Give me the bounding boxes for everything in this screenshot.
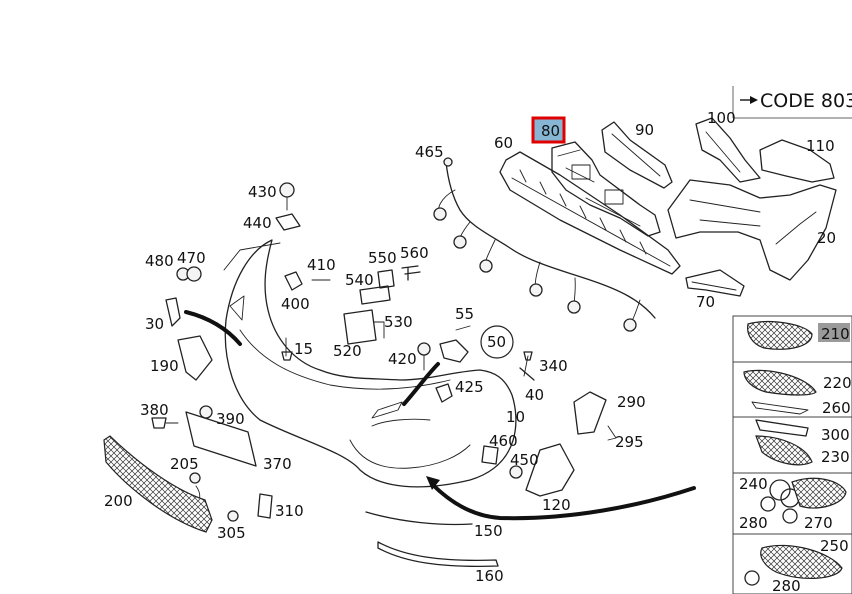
callout-425[interactable]: 425 xyxy=(455,378,484,396)
selected-callout-box[interactable] xyxy=(531,116,566,144)
panel-callout-220[interactable]: 220 xyxy=(823,374,852,392)
callout-370[interactable]: 370 xyxy=(263,455,292,473)
callout-160[interactable]: 160 xyxy=(475,567,504,585)
bracket-100[interactable] xyxy=(695,117,761,183)
panel-callout-280[interactable]: 280 xyxy=(739,514,768,532)
support-frame[interactable] xyxy=(667,179,837,281)
callout-460[interactable]: 460 xyxy=(489,432,518,450)
callout-20[interactable]: 20 xyxy=(817,229,836,247)
callout-10[interactable]: 10 xyxy=(506,408,525,426)
panel-callout-240[interactable]: 240 xyxy=(739,475,768,493)
callout-55[interactable]: 55 xyxy=(455,305,474,323)
callout-530[interactable]: 530 xyxy=(384,313,413,331)
part-70[interactable] xyxy=(685,269,745,297)
callout-305[interactable]: 305 xyxy=(217,524,246,542)
cover-110[interactable] xyxy=(759,139,835,183)
callout-30[interactable]: 30 xyxy=(145,315,164,333)
wiring-harness[interactable] xyxy=(433,157,656,332)
callout-550[interactable]: 550 xyxy=(368,249,397,267)
callout-440[interactable]: 440 xyxy=(243,214,272,232)
callout-labels: 80 100 90 60 465 110 20 430 440 480 470 … xyxy=(104,109,852,594)
callout-205[interactable]: 205 xyxy=(170,455,199,473)
panel-callout-280b[interactable]: 280 xyxy=(772,577,801,594)
callout-150[interactable]: 150 xyxy=(474,522,503,540)
callout-60[interactable]: 60 xyxy=(494,134,513,152)
lower-grille[interactable] xyxy=(103,435,213,533)
bumper-carrier[interactable] xyxy=(551,141,661,237)
callout-190[interactable]: 190 xyxy=(150,357,179,375)
callout-410[interactable]: 410 xyxy=(307,256,336,274)
energy-absorber[interactable] xyxy=(499,151,681,275)
callout-90[interactable]: 90 xyxy=(635,121,654,139)
panel-3-trim xyxy=(755,419,809,437)
callout-295[interactable]: 295 xyxy=(615,433,644,451)
callout-560[interactable]: 560 xyxy=(400,244,429,262)
leader-arrows xyxy=(184,310,696,521)
chrome-trims[interactable] xyxy=(365,511,499,567)
callout-390[interactable]: 390 xyxy=(216,410,245,428)
panel-callout-210[interactable]: 210 xyxy=(821,325,850,343)
callout-50[interactable]: 50 xyxy=(487,333,506,351)
callout-80[interactable]: 80 xyxy=(541,122,560,140)
panel-highlight-box xyxy=(818,323,850,342)
callout-70[interactable]: 70 xyxy=(696,293,715,311)
panel-3-grille xyxy=(755,435,813,466)
callout-400[interactable]: 400 xyxy=(281,295,310,313)
callout-100[interactable]: 100 xyxy=(707,109,736,127)
callout-540[interactable]: 540 xyxy=(345,271,374,289)
callout-420[interactable]: 420 xyxy=(388,350,417,368)
bracket-90[interactable] xyxy=(601,121,673,189)
small-parts[interactable] xyxy=(151,182,617,522)
callout-430[interactable]: 430 xyxy=(248,183,277,201)
callout-340[interactable]: 340 xyxy=(539,357,568,375)
code-header: CODE 803 xyxy=(732,86,852,119)
callout-480[interactable]: 480 xyxy=(145,252,174,270)
callout-470[interactable]: 470 xyxy=(177,249,206,267)
callout-200[interactable]: 200 xyxy=(104,492,133,510)
callout-310[interactable]: 310 xyxy=(275,502,304,520)
panel-2-grille xyxy=(743,369,817,396)
panel-callout-230[interactable]: 230 xyxy=(821,448,850,466)
panel-1-grille xyxy=(747,321,813,350)
panel-callout-300[interactable]: 300 xyxy=(821,426,850,444)
front-bumper-cover[interactable] xyxy=(223,239,517,488)
callout-380[interactable]: 380 xyxy=(140,401,169,419)
callout-40[interactable]: 40 xyxy=(525,386,544,404)
callout-120[interactable]: 120 xyxy=(542,496,571,514)
panel-callout-270[interactable]: 270 xyxy=(804,514,833,532)
arrow-right-icon xyxy=(750,96,758,104)
panel-callout-260[interactable]: 260 xyxy=(822,399,851,417)
callout-110[interactable]: 110 xyxy=(806,137,835,155)
panel-callout-250[interactable]: 250 xyxy=(820,537,849,555)
code-label: CODE 803 xyxy=(760,90,852,112)
callout-520[interactable]: 520 xyxy=(333,342,362,360)
callout-15[interactable]: 15 xyxy=(294,340,313,358)
callout-290[interactable]: 290 xyxy=(617,393,646,411)
callout-465[interactable]: 465 xyxy=(415,143,444,161)
callout-450[interactable]: 450 xyxy=(510,451,539,469)
